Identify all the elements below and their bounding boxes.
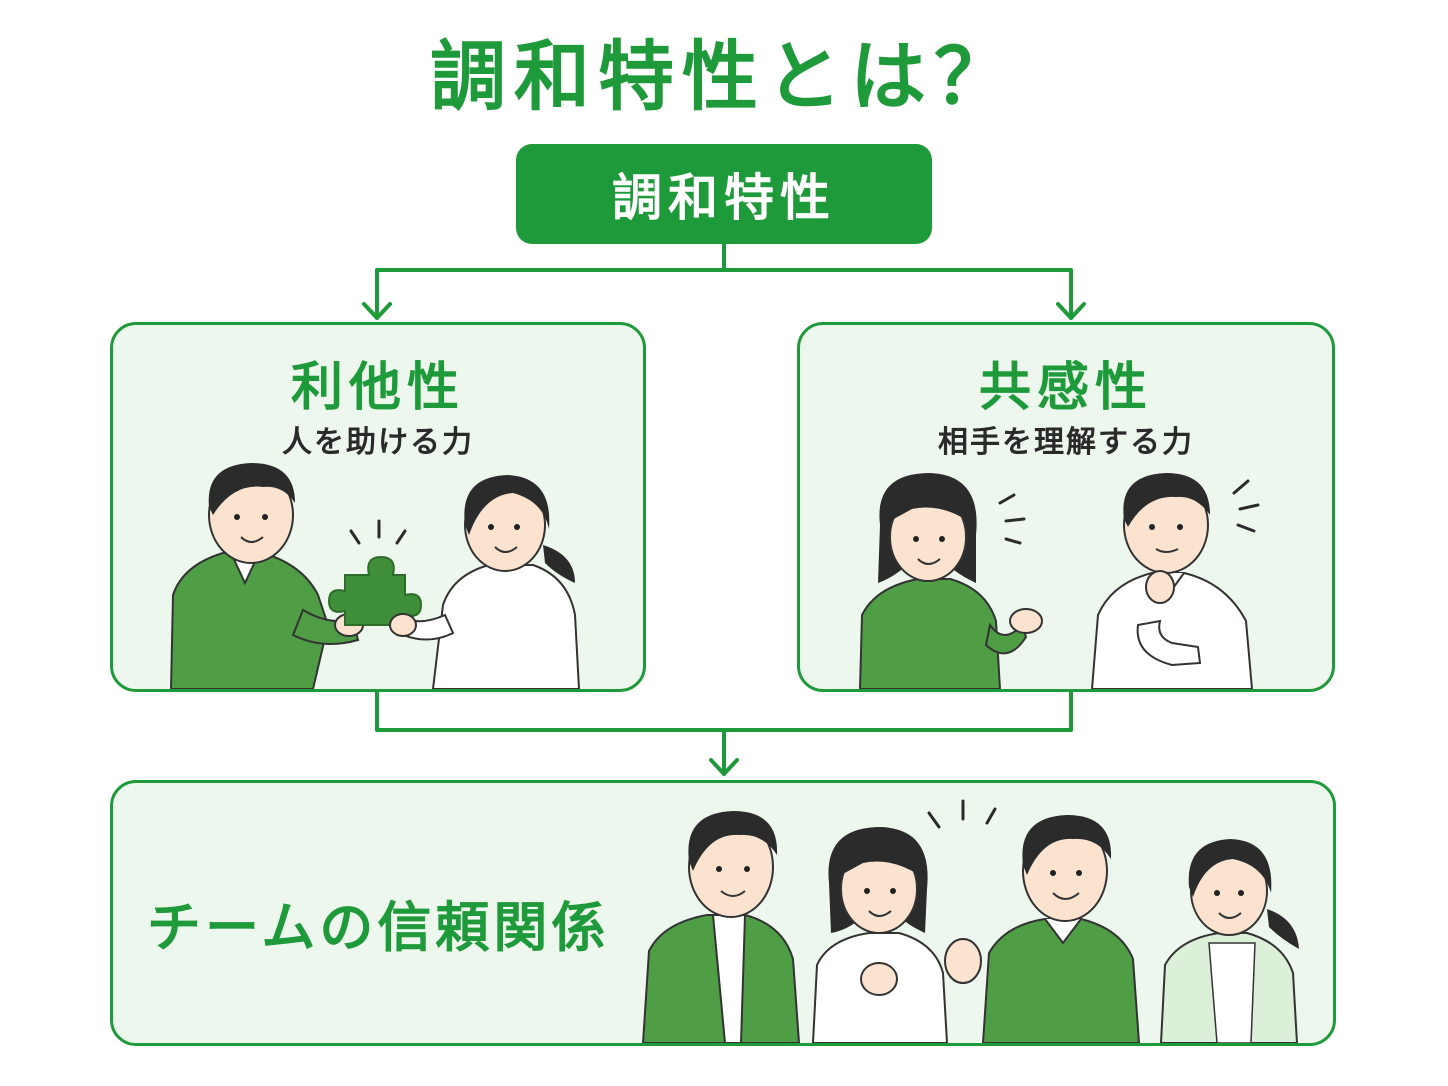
team-trust-label: チームの信頼関係 xyxy=(147,896,610,959)
arrowhead-left xyxy=(362,302,392,320)
card-team-trust: チームの信頼関係 xyxy=(110,780,1336,1046)
card-altruism: 利他性 人を助ける力 xyxy=(110,322,646,692)
woman-figure xyxy=(858,473,1043,689)
man-figure xyxy=(1090,473,1254,689)
page-title: 調和特性とは？ xyxy=(430,32,1018,121)
man-figure xyxy=(169,463,364,689)
connector-split xyxy=(375,268,1073,320)
card-empathy-subtitle: 相手を理解する力 xyxy=(938,425,1194,460)
team-illustration xyxy=(641,799,1299,1043)
sparkle-icon xyxy=(927,799,997,829)
card-empathy: 共感性 相手を理解する力 xyxy=(797,322,1335,692)
arrowhead-bottom xyxy=(709,758,739,776)
empathy-illustration xyxy=(858,473,1260,689)
connector-merge xyxy=(375,690,1073,732)
woman-figure-1 xyxy=(811,827,949,1043)
sparkle-icon xyxy=(1232,479,1260,533)
card-altruism-title: 利他性 xyxy=(290,358,465,418)
woman-figure xyxy=(389,475,581,689)
puzzle-piece-icon xyxy=(327,555,423,626)
sparkle-icon xyxy=(349,519,407,545)
woman-figure-2 xyxy=(1159,839,1299,1043)
root-node-label: 調和特性 xyxy=(612,169,836,227)
arrowhead-right xyxy=(1056,302,1086,320)
helping-illustration xyxy=(169,463,581,689)
man-figure-2 xyxy=(944,815,1141,1043)
card-empathy-title: 共感性 xyxy=(978,358,1153,418)
man-figure-1 xyxy=(641,811,801,1043)
root-node: 調和特性 xyxy=(516,144,932,244)
sparkle-icon xyxy=(998,493,1026,545)
card-altruism-subtitle: 人を助ける力 xyxy=(282,425,474,460)
